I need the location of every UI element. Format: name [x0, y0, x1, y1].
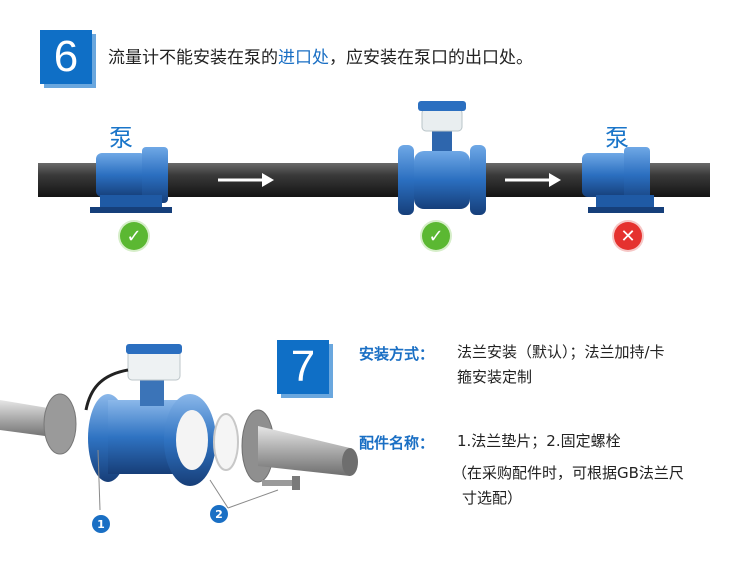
left-pump-graphic [90, 147, 172, 213]
parts-text: 1.法兰垫片；2.固定螺栓 [457, 432, 621, 450]
install-method-line-1: 法兰安装（默认）；法兰加持/卡 [457, 343, 665, 361]
gasket-graphic [213, 413, 239, 471]
title-highlight: 进口处 [278, 48, 329, 68]
pump-label-left: 泵 [109, 124, 133, 152]
flowmeter-graphic [398, 101, 486, 215]
parts-note: （在采购配件时，可根据GB法兰尺 寸选配） [452, 461, 747, 511]
step-6-number: 6 [53, 32, 79, 81]
parts-label: 配件名称： [359, 434, 435, 452]
install-method-label: 安装方式： [359, 345, 435, 363]
left-pipe-graphic [0, 393, 77, 455]
install-method-line-2: 箍安装定制 [457, 368, 533, 386]
step-7-badge: 7 [277, 340, 329, 394]
check-icon: ✓ [422, 222, 450, 250]
install-method-text: 法兰安装（默认）；法兰加持/卡 箍安装定制 [457, 340, 742, 390]
flow-arrow-2 [505, 173, 561, 187]
step-7-number: 7 [290, 342, 316, 391]
cross-icon: ✕ [614, 222, 642, 250]
parts-note-line-1: （在采购配件时，可根据GB法兰尺 [452, 464, 684, 482]
bolt-graphic [262, 476, 300, 490]
pipeline-illustration [38, 101, 710, 215]
flow-arrow-1 [218, 173, 274, 187]
step-6-title: 流量计不能安装在泵的进口处，应安装在泵口的出口处。 [108, 43, 533, 68]
title-prefix: 流量计不能安装在泵的 [108, 48, 278, 68]
parts-note-line-2: 寸选配） [462, 489, 523, 507]
callout-badge-1: 1 [92, 515, 110, 533]
assembly-flowmeter [84, 344, 216, 486]
pump-label-right: 泵 [605, 124, 629, 152]
right-pump-graphic [582, 147, 664, 213]
check-icon: ✓ [120, 222, 148, 250]
flowmeter-assembly-illustration [0, 344, 358, 511]
right-pipe-graphic [241, 409, 358, 483]
title-suffix: ，应安装在泵口的出口处。 [329, 48, 533, 68]
callout-badge-2: 2 [210, 505, 228, 523]
step-6-badge: 6 [40, 30, 92, 84]
